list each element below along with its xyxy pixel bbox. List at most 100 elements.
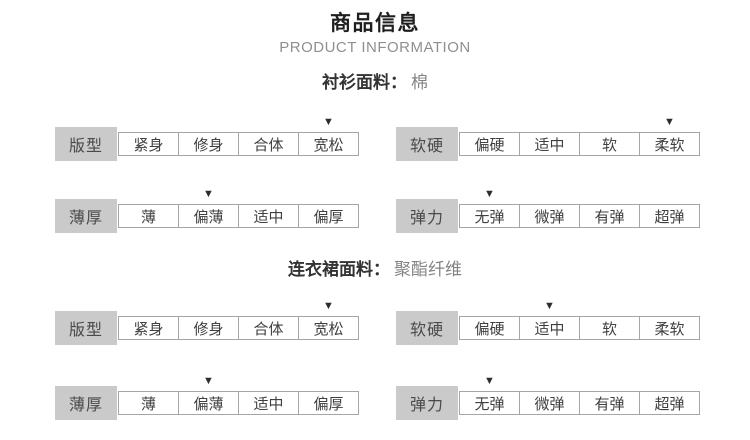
- arrow-down-marker: ▼: [203, 375, 214, 387]
- attr-option-cell: ▼ 合体: [238, 132, 299, 156]
- page-header: 商品信息 PRODUCT INFORMATION: [0, 0, 750, 57]
- attr-options: ▼ 无弹 ▼ 微弹 ▼ 有弹 ▼ 超弹: [459, 189, 700, 228]
- dress-softness-table: 软硬 ▼ 偏硬 ▼ 适中 ▼ 软 ▼: [396, 301, 700, 345]
- attr-options: ▼ 紧身 ▼ 修身 ▼ 合体 ▼ 宽松: [118, 117, 359, 156]
- shirt-fabric-line: 衬衫面料：棉: [0, 73, 750, 93]
- attr-option-label: 软: [601, 136, 617, 154]
- shirt-fit-table: 版型 ▼ 紧身 ▼ 修身 ▼ 合体 ▼: [55, 117, 359, 161]
- dress-fit-table: 版型 ▼ 紧身 ▼ 修身 ▼ 合体 ▼: [55, 301, 359, 345]
- attr-option-cell: ▼ 有弹: [579, 391, 640, 415]
- attr-option-cell: ▼ 修身: [178, 316, 239, 340]
- attr-option-cell: ▼ 柔软: [639, 316, 700, 340]
- attr-option-label: 柔软: [654, 320, 685, 338]
- attr-option-label: 宽松: [313, 136, 344, 154]
- shirt-elasticity-table: 弹力 ▼ 无弹 ▼ 微弹 ▼ 有弹 ▼: [396, 189, 700, 233]
- attr-option-cell: ▼ 偏厚: [298, 391, 359, 415]
- arrow-down-marker: ▼: [323, 300, 334, 312]
- attr-option-cell: ▼ 超弹: [639, 391, 700, 415]
- attr-label-fit: 版型: [55, 311, 117, 345]
- attr-options: ▼ 薄 ▼ 偏薄 ▼ 适中 ▼ 偏厚: [118, 189, 359, 228]
- dress-fabric-line: 连衣裙面料：聚酯纤维: [0, 260, 750, 280]
- attr-option-label: 偏硬: [474, 320, 505, 338]
- attr-label-softness: 软硬: [396, 127, 458, 161]
- arrow-down-marker: ▼: [484, 375, 495, 387]
- attr-option-label: 超弹: [654, 208, 685, 226]
- attr-option-label: 偏薄: [193, 395, 224, 413]
- attr-option-cell: ▼ 紧身: [118, 132, 179, 156]
- page-title: 商品信息: [330, 12, 420, 35]
- dress-elasticity-table: 弹力 ▼ 无弹 ▼ 微弹 ▼ 有弹 ▼: [396, 376, 700, 420]
- attr-options: ▼ 薄 ▼ 偏薄 ▼ 适中 ▼ 偏厚: [118, 376, 359, 415]
- attr-option-cell: ▼ 偏硬: [459, 132, 520, 156]
- page-subtitle: PRODUCT INFORMATION: [279, 39, 471, 56]
- shirt-thickness-table: 薄厚 ▼ 薄 ▼ 偏薄 ▼ 适中 ▼: [55, 189, 359, 233]
- arrow-down-marker: ▼: [544, 300, 555, 312]
- attr-option-label: 紧身: [133, 136, 164, 154]
- attr-option-cell: ▼ 合体: [238, 316, 299, 340]
- attr-option-cell: ▼ 修身: [178, 132, 239, 156]
- attr-option-label: 有弹: [594, 395, 625, 413]
- attr-option-cell: ▼ 有弹: [579, 204, 640, 228]
- attr-option-cell: ▼ 微弹: [519, 204, 580, 228]
- shirt-fabric-label: 衬衫面料：: [322, 73, 407, 92]
- dress-thickness-table: 薄厚 ▼ 薄 ▼ 偏薄 ▼ 适中 ▼: [55, 376, 359, 420]
- attr-option-cell: ▼ 适中: [519, 132, 580, 156]
- attr-option-cell: ▼ 超弹: [639, 204, 700, 228]
- attr-option-label: 薄: [140, 208, 156, 226]
- attr-label-elasticity: 弹力: [396, 386, 458, 420]
- attr-option-cell: ▼ 偏厚: [298, 204, 359, 228]
- attr-option-cell: ▼ 适中: [238, 391, 299, 415]
- attr-label-softness: 软硬: [396, 311, 458, 345]
- attr-option-cell: ▼ 微弹: [519, 391, 580, 415]
- attr-option-label: 适中: [253, 208, 284, 226]
- attr-label-elasticity: 弹力: [396, 199, 458, 233]
- attr-option-label: 偏厚: [313, 395, 344, 413]
- shirt-fabric-section: 衬衫面料：棉 版型 ▼ 紧身 ▼ 修身 ▼ 合体: [0, 73, 750, 233]
- shirt-attr-row-1: 版型 ▼ 紧身 ▼ 修身 ▼ 合体 ▼: [0, 117, 750, 161]
- dress-attr-row-1: 版型 ▼ 紧身 ▼ 修身 ▼ 合体 ▼: [0, 301, 750, 345]
- attr-option-label: 偏薄: [193, 208, 224, 226]
- attr-label-thickness: 薄厚: [55, 386, 117, 420]
- attr-option-label: 柔软: [654, 136, 685, 154]
- attr-option-label: 无弹: [474, 208, 505, 226]
- attr-option-cell: ▼ 无弹: [459, 376, 520, 415]
- attr-option-cell: ▼ 柔软: [639, 117, 700, 156]
- attr-option-cell: ▼ 适中: [519, 301, 580, 340]
- attr-option-label: 合体: [253, 320, 284, 338]
- attr-option-cell: ▼ 适中: [238, 204, 299, 228]
- attr-option-label: 无弹: [474, 395, 505, 413]
- attr-option-label: 宽松: [313, 320, 344, 338]
- arrow-down-marker: ▼: [664, 116, 675, 128]
- arrow-down-marker: ▼: [484, 188, 495, 200]
- attr-option-label: 偏硬: [474, 136, 505, 154]
- arrow-down-marker: ▼: [203, 188, 214, 200]
- attr-options: ▼ 无弹 ▼ 微弹 ▼ 有弹 ▼ 超弹: [459, 376, 700, 415]
- attr-option-label: 有弹: [594, 208, 625, 226]
- attr-option-label: 紧身: [133, 320, 164, 338]
- attr-option-cell: ▼ 宽松: [298, 117, 359, 156]
- dress-attr-row-2: 薄厚 ▼ 薄 ▼ 偏薄 ▼ 适中 ▼: [0, 376, 750, 420]
- attr-option-label: 适中: [534, 320, 565, 338]
- attr-option-cell: ▼ 偏硬: [459, 316, 520, 340]
- attr-option-label: 软: [601, 320, 617, 338]
- attr-option-label: 适中: [534, 136, 565, 154]
- attr-option-cell: ▼ 偏薄: [178, 189, 239, 228]
- attr-option-cell: ▼ 紧身: [118, 316, 179, 340]
- dress-fabric-value: 聚酯纤维: [394, 260, 462, 279]
- attr-option-label: 修身: [193, 320, 224, 338]
- attr-option-cell: ▼ 软: [579, 132, 640, 156]
- attr-option-label: 适中: [253, 395, 284, 413]
- attr-label-fit: 版型: [55, 127, 117, 161]
- attr-option-cell: ▼ 软: [579, 316, 640, 340]
- attr-option-label: 合体: [253, 136, 284, 154]
- attr-option-cell: ▼ 偏薄: [178, 376, 239, 415]
- attr-option-label: 微弹: [534, 395, 565, 413]
- attr-option-cell: ▼ 薄: [118, 204, 179, 228]
- attr-option-label: 微弹: [534, 208, 565, 226]
- attr-options: ▼ 偏硬 ▼ 适中 ▼ 软 ▼ 柔软: [459, 117, 700, 156]
- dress-fabric-label: 连衣裙面料：: [288, 260, 390, 279]
- dress-fabric-section: 连衣裙面料：聚酯纤维 版型 ▼ 紧身 ▼ 修身 ▼ 合体: [0, 260, 750, 420]
- arrow-down-marker: ▼: [323, 116, 334, 128]
- attr-option-label: 超弹: [654, 395, 685, 413]
